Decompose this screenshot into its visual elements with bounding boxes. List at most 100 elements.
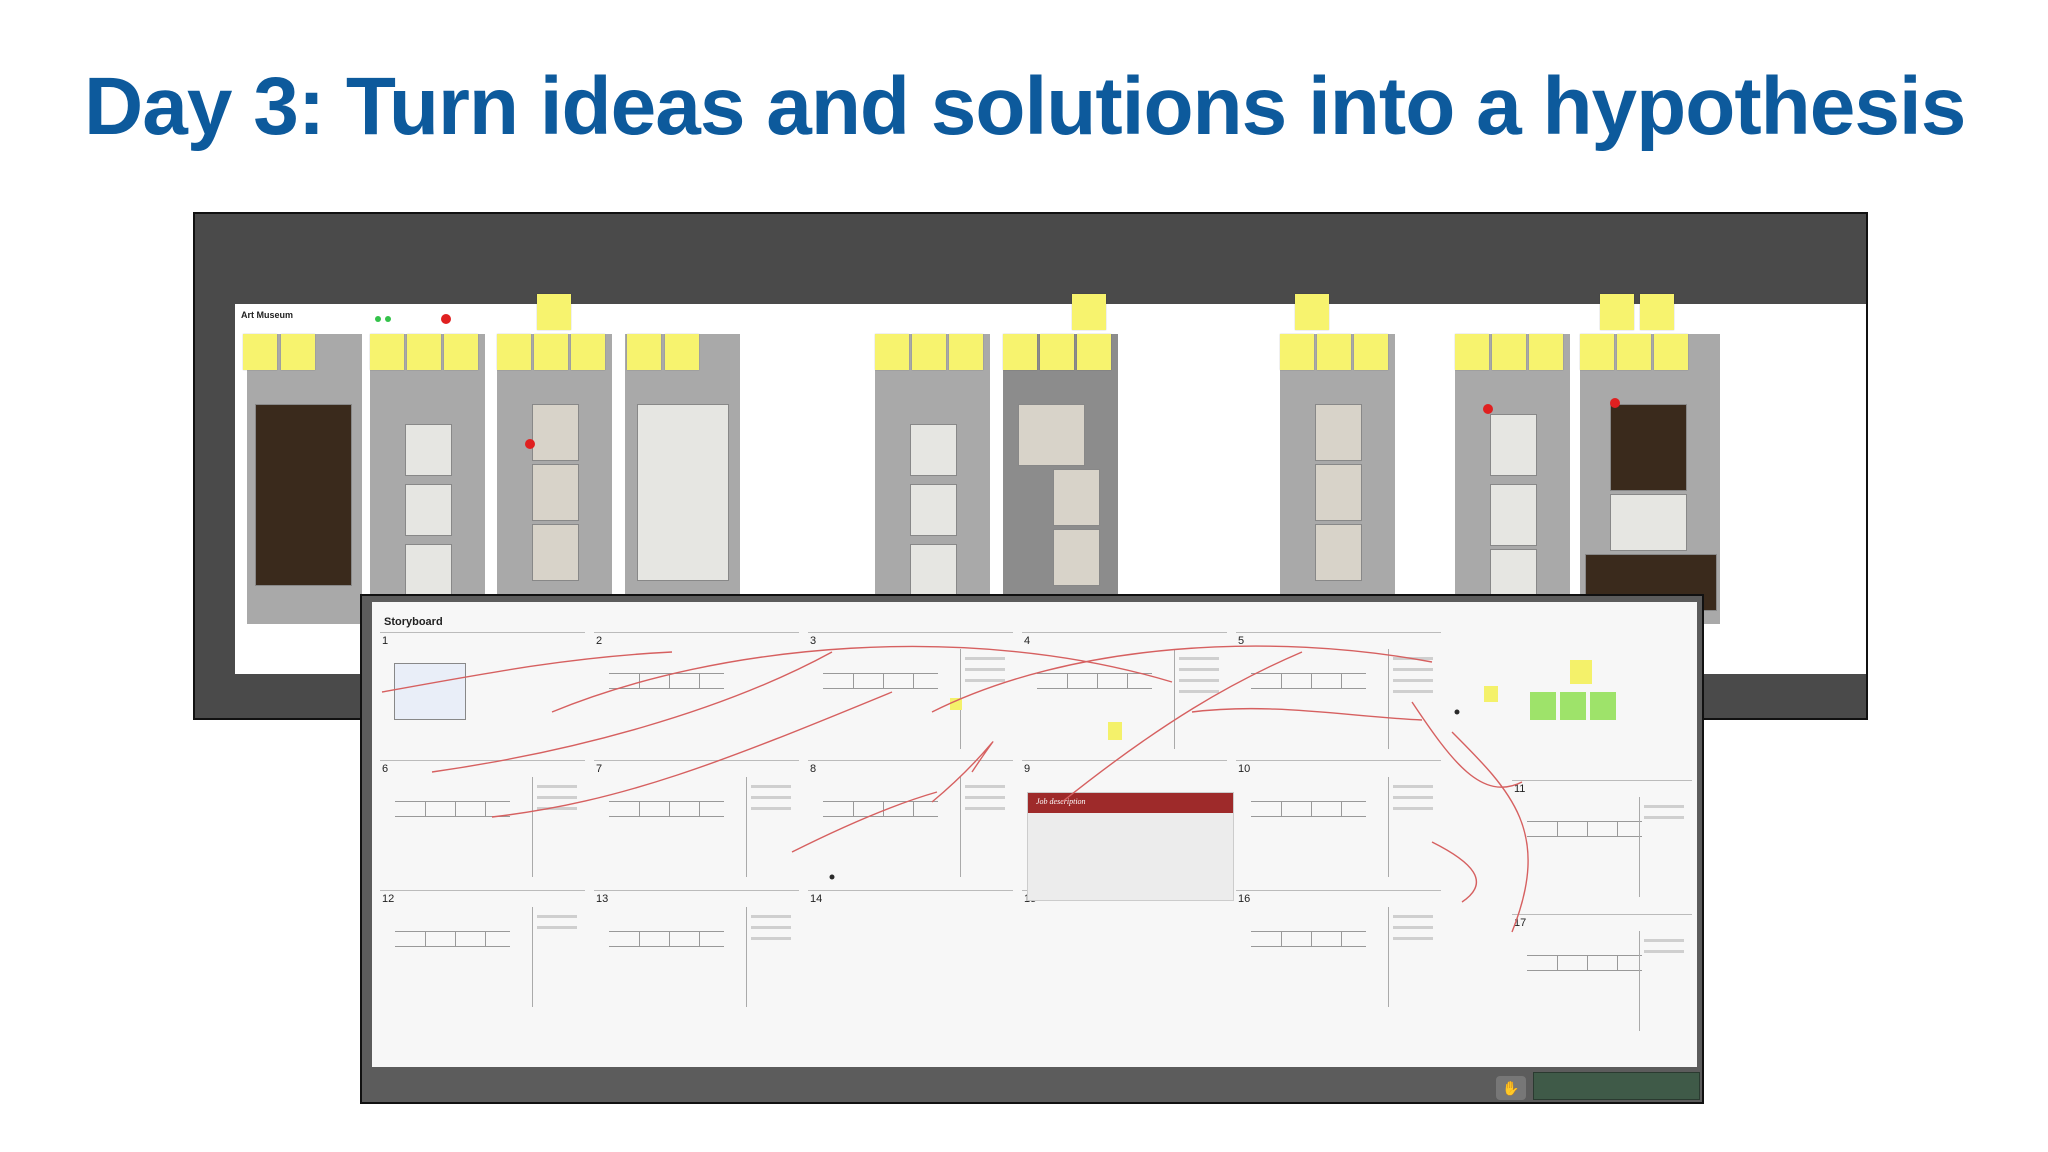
timeline-sketch <box>609 931 724 947</box>
sticky-note-green <box>1590 692 1616 720</box>
sticky-note <box>1280 334 1314 370</box>
frame-number: 11 <box>1514 783 1526 795</box>
timeline-sketch <box>1251 801 1366 817</box>
lane <box>875 334 990 624</box>
vote-dot <box>525 439 535 449</box>
sketch-photo <box>1053 529 1100 586</box>
storyboard-canvas: Storyboard 1 2 3 4 5 6 7 8 9 10 11 12 13… <box>372 602 1697 1067</box>
timeline-sketch <box>1037 673 1152 689</box>
sticky-note <box>407 334 441 370</box>
slide-title: Day 3: Turn ideas and solutions into a h… <box>84 61 1966 152</box>
lane <box>370 334 485 624</box>
storyboard-frame: 4 <box>1022 632 1227 753</box>
phone-sketch <box>1388 777 1437 877</box>
storyboard-frame: 7 <box>594 760 799 881</box>
sketch-photo <box>255 404 352 586</box>
storyboard-title: Storyboard <box>384 616 443 628</box>
sticky-note <box>370 334 404 370</box>
storyboard-frame: 12 <box>380 890 585 1011</box>
sticky-note <box>1354 334 1388 370</box>
lane <box>497 334 612 624</box>
board-green-dot <box>375 316 381 322</box>
frame-number: 16 <box>1238 893 1251 905</box>
job-description-card: Job description <box>1027 792 1234 901</box>
sticky-note <box>1108 722 1122 740</box>
sketch-photo <box>532 404 579 461</box>
frame-number: 5 <box>1238 635 1245 647</box>
storyboard-frame: 13 <box>594 890 799 1011</box>
sketch-photo <box>1490 484 1537 546</box>
sticky-note <box>665 334 699 370</box>
sticky-note <box>1455 334 1489 370</box>
phone-sketch <box>746 777 795 877</box>
sketch-photo <box>405 484 452 536</box>
phone-sketch <box>532 777 581 877</box>
sketch-photo <box>1315 464 1362 521</box>
sticky-note <box>281 334 315 370</box>
frame-number: 7 <box>596 763 603 775</box>
sticky-note <box>1600 294 1634 330</box>
lane <box>1280 334 1395 624</box>
timeline-sketch <box>395 801 510 817</box>
storyboard-screenshot: Storyboard 1 2 3 4 5 6 7 8 9 10 11 12 13… <box>360 594 1704 1104</box>
timeline-sketch <box>395 931 510 947</box>
sticky-note <box>1317 334 1351 370</box>
board-title: Art Museum <box>241 310 294 320</box>
frame-number: 6 <box>382 763 389 775</box>
sketch-photo <box>1610 494 1687 551</box>
minimap[interactable] <box>1533 1072 1700 1100</box>
sketch-photo <box>1053 469 1100 526</box>
sticky-note <box>444 334 478 370</box>
vote-dot <box>1483 404 1493 414</box>
sketch-photo <box>405 544 452 596</box>
frame-number: 10 <box>1238 763 1251 775</box>
storyboard-frame: 14 <box>808 890 1013 1011</box>
sketch-photo <box>910 484 957 536</box>
storyboard-frame: 9 <box>1022 760 1227 881</box>
sticky-note <box>1072 294 1106 330</box>
sticky-note <box>950 698 962 710</box>
board-green-dot <box>385 316 391 322</box>
sticky-note <box>875 334 909 370</box>
sticky-note <box>1040 334 1074 370</box>
frame-number: 2 <box>596 635 603 647</box>
frame-number: 8 <box>810 763 817 775</box>
sticky-note <box>1617 334 1651 370</box>
sticky-note <box>1529 334 1563 370</box>
frame-number: 9 <box>1024 763 1031 775</box>
timeline-sketch <box>823 673 938 689</box>
phone-sketch <box>960 777 1009 877</box>
storyboard-frame: 11 <box>1512 780 1692 901</box>
sketch-photo <box>637 404 729 581</box>
sketch-photo <box>1610 404 1687 491</box>
lane <box>625 334 740 624</box>
phone-sketch <box>1639 797 1688 897</box>
sketch-photo <box>532 524 579 581</box>
sketch-photo <box>910 544 957 596</box>
sticky-note <box>243 334 277 370</box>
sketch-photo <box>1490 549 1537 596</box>
frame-number: 4 <box>1024 635 1031 647</box>
sketch-photo <box>1490 414 1537 476</box>
sketch-photo <box>1315 524 1362 581</box>
board-red-dot <box>441 314 451 324</box>
storyboard-frame: 16 <box>1236 890 1441 1011</box>
sticky-note <box>571 334 605 370</box>
sticky-note <box>534 334 568 370</box>
timeline-sketch <box>823 801 938 817</box>
sticky-note <box>1003 334 1037 370</box>
timeline-sketch <box>1527 821 1642 837</box>
sticky-note <box>1570 660 1592 684</box>
screen-sketch <box>394 663 466 720</box>
sketch-photo <box>532 464 579 521</box>
sticky-note <box>1580 334 1614 370</box>
sticky-note <box>912 334 946 370</box>
sticky-note <box>537 294 571 330</box>
timeline-sketch <box>1251 673 1366 689</box>
sticky-note <box>949 334 983 370</box>
sketch-photo <box>1018 404 1085 466</box>
storyboard-frame: 6 <box>380 760 585 881</box>
hand-icon[interactable]: ✋ <box>1496 1076 1526 1100</box>
frame-number: 1 <box>382 635 389 647</box>
phone-sketch <box>532 907 581 1007</box>
